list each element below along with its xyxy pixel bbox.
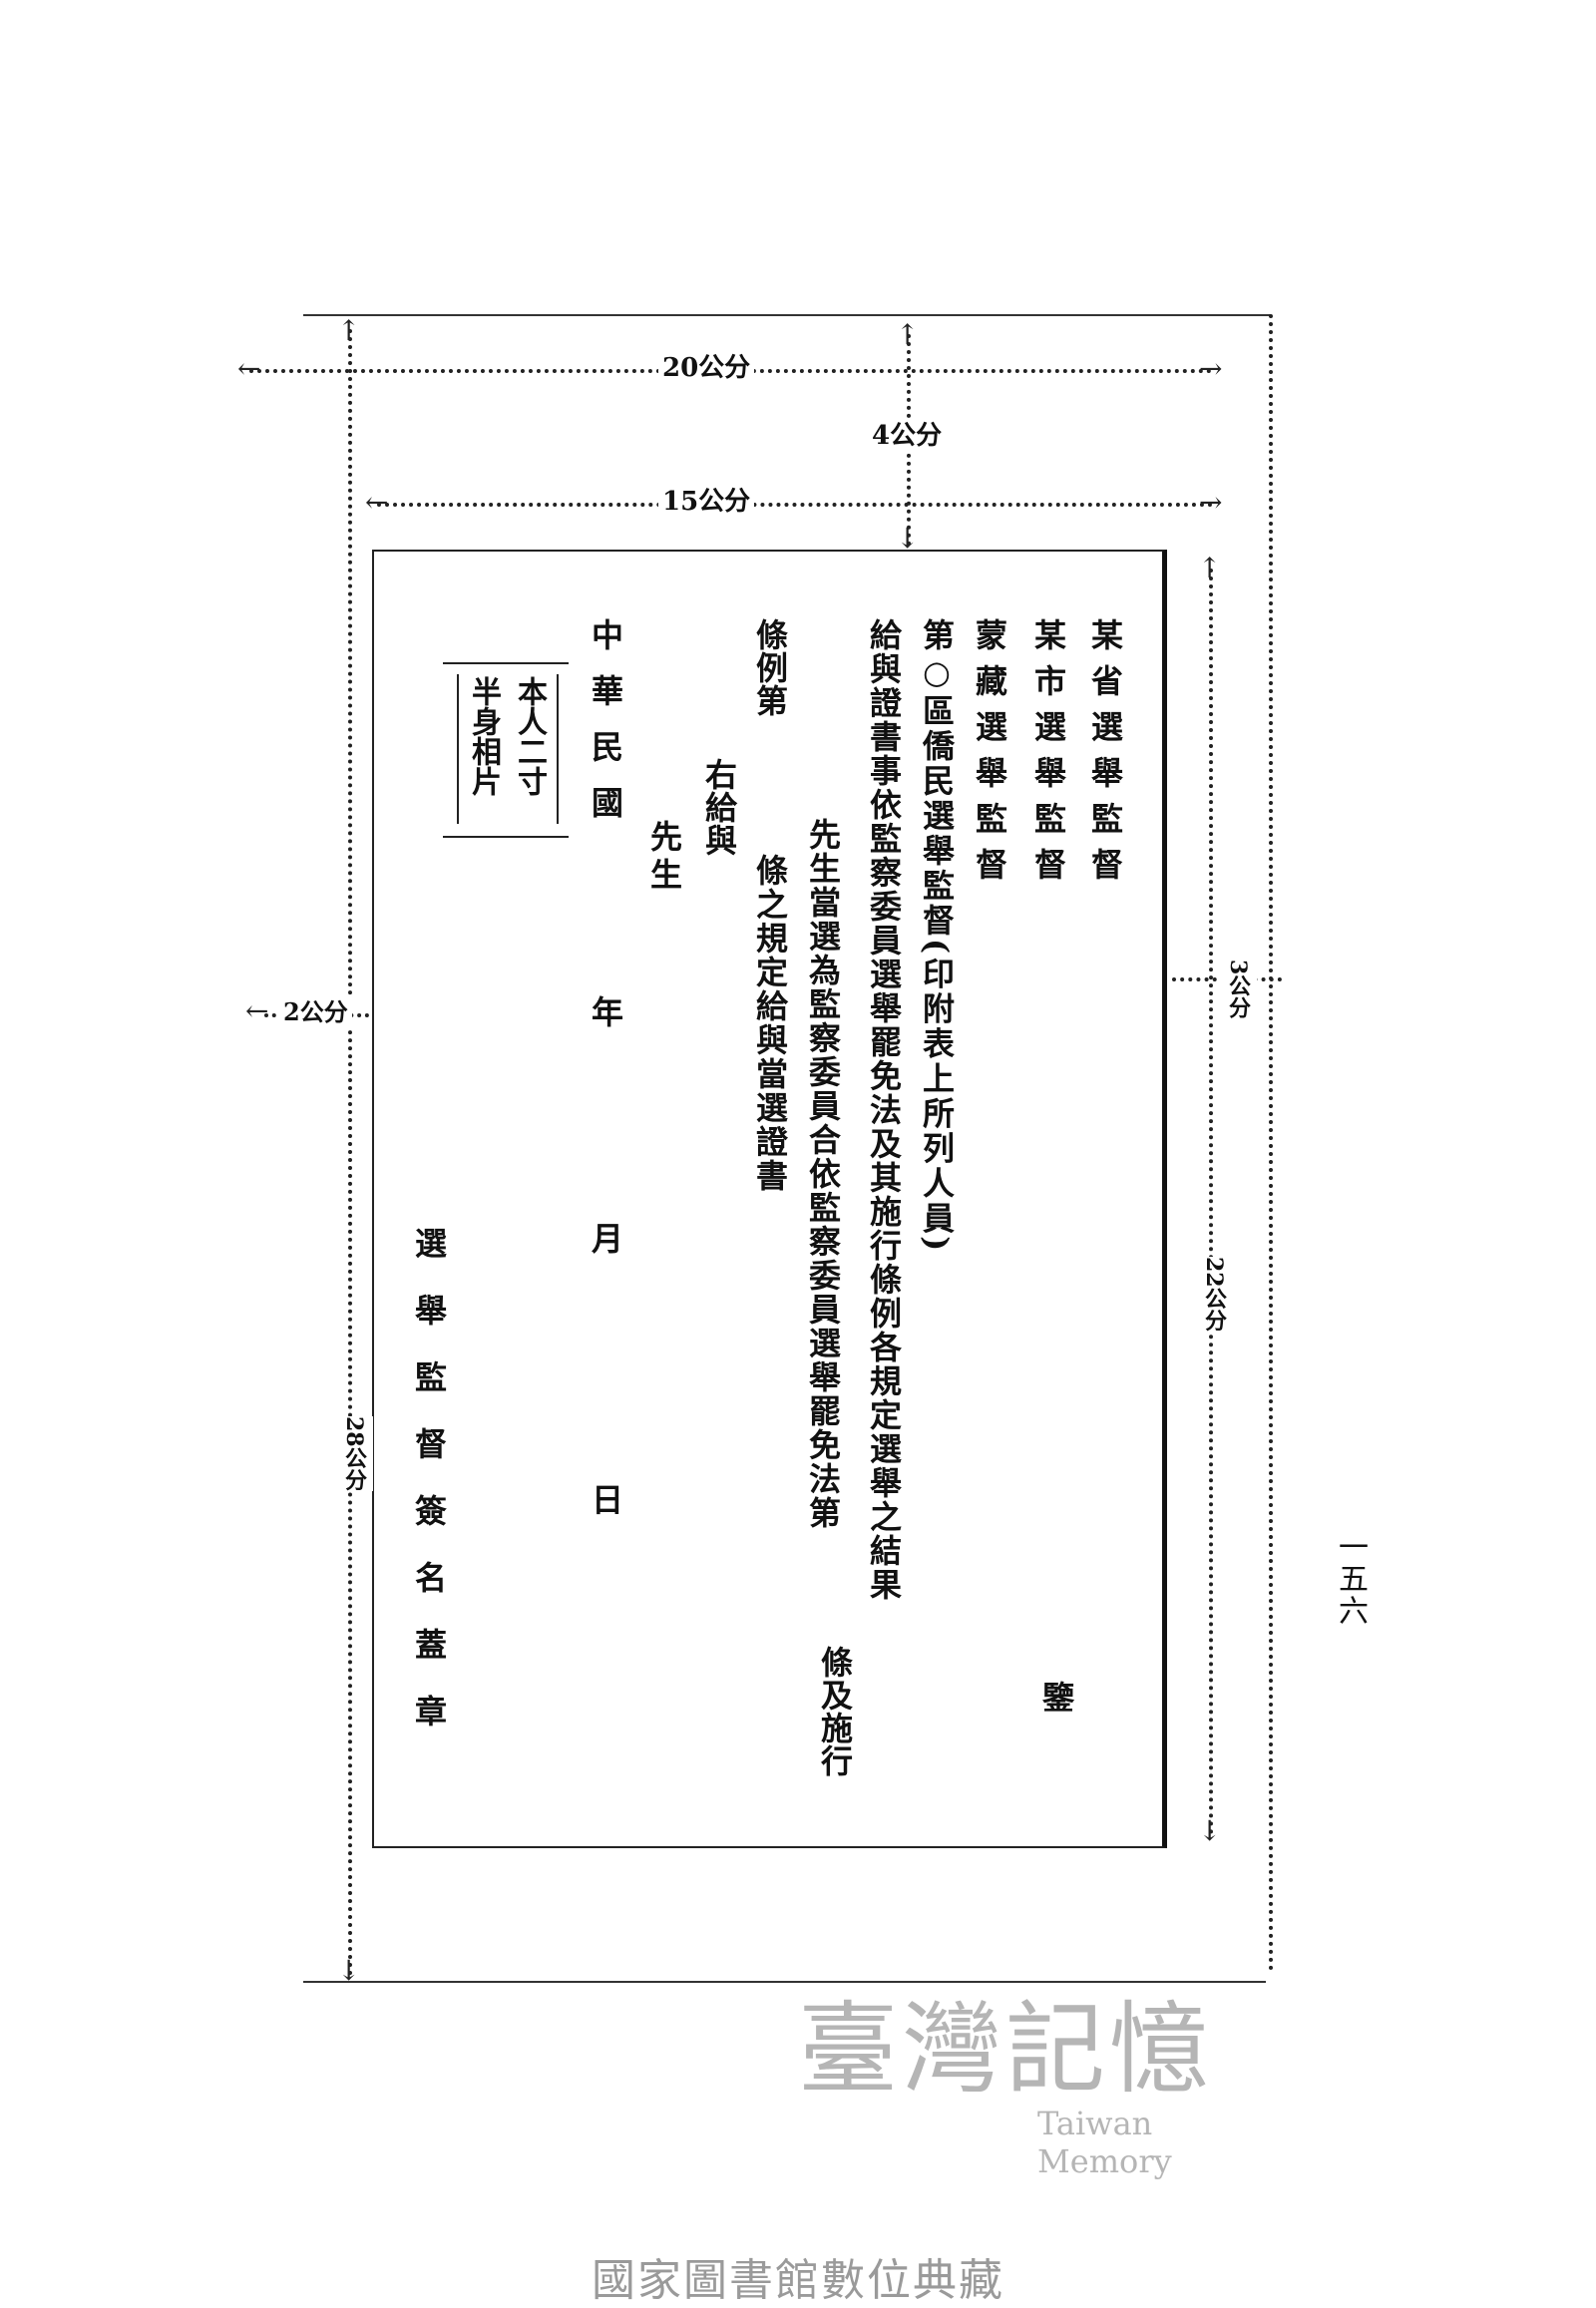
body-line-2-end: 條及施行: [816, 1646, 854, 1777]
page-number: 一五六: [1333, 1531, 1368, 1627]
salutation: 鑒: [1037, 1681, 1075, 1713]
date-year: 年: [587, 995, 624, 1027]
dimension-22cm-label: 22公分: [1195, 1257, 1233, 1332]
photo-label-line1: 本人二寸: [512, 676, 547, 796]
arrow-up-icon: ↑: [1198, 552, 1222, 584]
watermark-english: Taiwan Memory: [1037, 2105, 1172, 2180]
recipient-mister: 先生: [645, 820, 683, 896]
addressee-city: 某市選舉監督: [1029, 618, 1067, 894]
body-line-1: 給與證書事依監察委員選舉罷免法及其施行條例各規定選舉之結果: [865, 618, 903, 1602]
body-line-3b: 條之規定給與當選證書: [751, 854, 789, 1193]
dimension-15cm-label: 15公分: [658, 487, 755, 517]
arrow-right-icon: →: [1199, 352, 1223, 385]
certificate-box: [372, 550, 1167, 1848]
watermark: 臺灣記憶 Taiwan Memory: [798, 1991, 1297, 2181]
dimension-4cm-label: 4公分: [868, 421, 947, 451]
photo-label-line2: 半身相片: [466, 676, 501, 796]
dimension-3cm-label: 3公分: [1219, 960, 1257, 1019]
dimension-28cm-label: 28公分: [335, 1416, 373, 1491]
arrow-up-icon: ↑: [337, 314, 361, 347]
photo-box-inner-line: [457, 674, 559, 824]
outer-top-line: [303, 314, 1271, 316]
dimension-15cm-line: [377, 503, 1213, 507]
watermark-chinese: 臺灣記憶: [798, 1991, 1213, 2108]
arrow-left-icon: ←: [365, 486, 389, 519]
addressee-province: 某省選舉監督: [1086, 618, 1124, 894]
date-prefix: 中華民國: [587, 618, 624, 842]
given-to: 右給與: [700, 758, 738, 857]
body-line-2: 先生當選為監察委員合依監察委員選舉罷免法第: [804, 818, 842, 1530]
dimension-2cm-label: 2公分: [279, 997, 352, 1027]
arrow-right-icon: →: [1199, 486, 1223, 519]
outer-bottom-line: [303, 1981, 1266, 1983]
addressee-overseas: 第○區僑民選舉監督(印附表上所列人員): [918, 618, 956, 1255]
arrow-down-icon: ↓: [896, 522, 920, 555]
photo-placeholder-box: 本人二寸 半身相片: [443, 662, 569, 838]
date-month: 月: [587, 1222, 624, 1254]
arrow-left-icon: ←: [245, 994, 269, 1027]
signature-line: 選舉監督簽名蓋章: [410, 1227, 448, 1761]
addressee-mongol-tibet: 蒙藏選舉監督: [971, 618, 1008, 894]
body-line-3a: 條例第: [751, 618, 789, 717]
arrow-down-icon: ↓: [1198, 1814, 1222, 1847]
arrow-left-icon: ←: [237, 352, 261, 385]
library-footer: 國家圖書館數位典藏: [592, 2255, 1004, 2306]
outer-right-dotted-line: [1269, 314, 1273, 1972]
arrow-up-icon: ↑: [896, 318, 920, 351]
date-day: 日: [587, 1483, 624, 1515]
dimension-22cm-line: [1209, 569, 1213, 1835]
dimension-20cm-label: 20公分: [658, 353, 755, 383]
outer-left-dotted-line: [348, 329, 352, 1977]
arrow-down-icon: ↓: [337, 1954, 361, 1987]
